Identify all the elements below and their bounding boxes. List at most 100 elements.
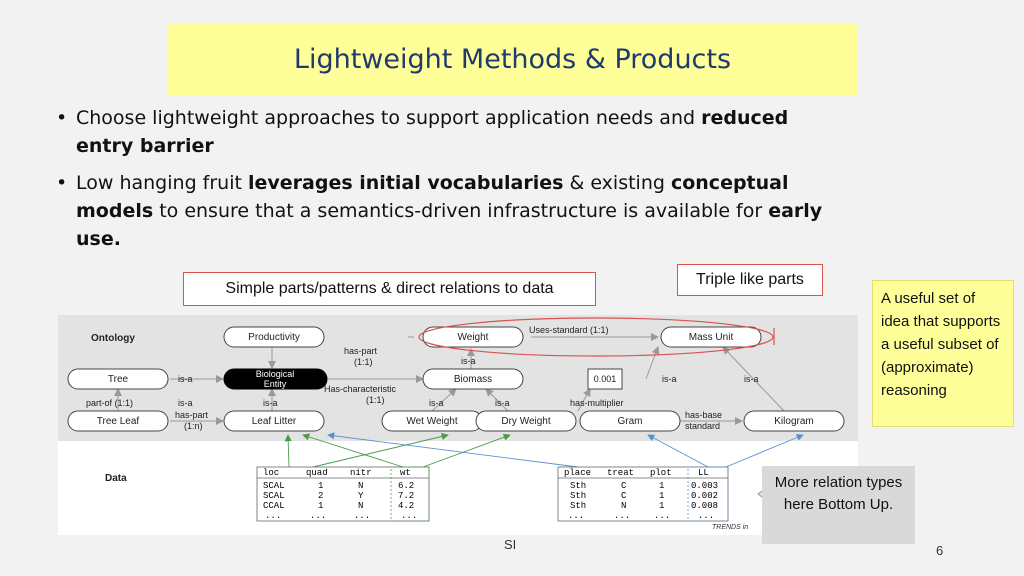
table-1-cell: SCAL xyxy=(263,481,285,491)
table-1-cell: 2 xyxy=(318,491,323,501)
ontology-row-label: Ontology xyxy=(91,333,135,344)
node-label: Biomass xyxy=(454,374,492,385)
simple-parts-text: Simple parts/patterns & direct relations… xyxy=(225,280,554,297)
table-2-cell: Sth xyxy=(570,491,586,501)
triple-highlight-ellipse xyxy=(418,317,774,357)
node-label: Mass Unit xyxy=(689,332,734,343)
bullet-list: Choose lightweight approaches to support… xyxy=(52,104,852,262)
node-label: Productivity xyxy=(248,332,300,343)
node-label: Entity xyxy=(264,379,287,389)
node-label: Tree Leaf xyxy=(97,416,140,427)
table-2-cell: Sth xyxy=(570,501,586,511)
table-1-cell: ... xyxy=(265,511,281,521)
table-1-cell: 4.2 xyxy=(398,501,414,511)
table-2-cell: 1 xyxy=(659,481,664,491)
table-2-cell: ... xyxy=(614,511,630,521)
node-label: Dry Weight xyxy=(501,416,550,427)
reasoning-note-text: A useful set of idea that supports a use… xyxy=(881,290,1001,399)
table-1-cell: CCAL xyxy=(263,501,285,511)
node-label: Gram xyxy=(618,416,643,427)
simple-parts-callout: Simple parts/patterns & direct relations… xyxy=(183,272,596,306)
bullet-text: & existing xyxy=(563,172,671,194)
table-1-cell: 6.2 xyxy=(398,481,414,491)
node-tree-leaf xyxy=(67,410,169,432)
ontology-graph: Ontology Data Uses-standard (1:1) has-pa… xyxy=(67,317,845,531)
table-1-cell: 7.2 xyxy=(398,491,414,501)
data-table-1: loc quad nitr wt SCAL 1 N 6.2 SCAL 2 Y 7… xyxy=(256,466,430,522)
table-1-header: wt xyxy=(400,468,411,478)
bullet-bold: leverages initial vocabularies xyxy=(247,172,564,194)
table-2-cell: 1 xyxy=(659,491,664,501)
edge-label: (1:n) xyxy=(184,421,203,431)
edge-label: (1:1) xyxy=(354,357,373,367)
table-2-cell: ... xyxy=(568,511,584,521)
edge-label: is-a xyxy=(429,398,444,408)
bullet-text: Choose lightweight approaches to support… xyxy=(76,107,702,129)
node-biomass xyxy=(422,368,524,390)
table-2-cell: 1 xyxy=(659,501,664,511)
node-productivity xyxy=(223,326,325,348)
ontology-diagram: Ontology Data Uses-standard (1:1) has-pa… xyxy=(58,315,858,535)
node-tree xyxy=(67,368,169,390)
table-2-cell: Sth xyxy=(570,481,586,491)
edge-label: is-a xyxy=(495,398,510,408)
edge-label: has-multiplier xyxy=(570,398,624,408)
table-2-cell: C xyxy=(621,481,627,491)
node-kilogram xyxy=(743,410,845,432)
bullet-text: Low hanging fruit xyxy=(76,172,248,194)
node-label: Leaf Litter xyxy=(252,416,297,427)
edge-label: is-a xyxy=(178,398,193,408)
table-1-cell: ... xyxy=(310,511,326,521)
node-label: 0.001 xyxy=(594,374,617,384)
relation-types-text: More relation types here Bottom Up. xyxy=(774,474,903,513)
table-2-cell: ... xyxy=(698,511,714,521)
bullet-bold: early use. xyxy=(76,200,823,250)
data-link-arrows xyxy=(284,432,804,468)
edge-label: is-a xyxy=(263,398,278,408)
triple-parts-text: Triple like parts xyxy=(696,271,804,288)
node-mass-unit xyxy=(660,326,762,348)
table-2-cell: ... xyxy=(654,511,670,521)
node-dry-weight xyxy=(475,410,577,432)
table-1-cell: N xyxy=(358,481,363,491)
node-label: Kilogram xyxy=(774,416,813,427)
table-2-cell: C xyxy=(621,491,627,501)
table-2-cell: N xyxy=(621,501,626,511)
node-label: Biological xyxy=(256,369,295,379)
bullet-bold: conceptual models xyxy=(76,172,789,222)
node-label: Wet Weight xyxy=(406,416,458,427)
edge-label: is-a xyxy=(461,356,476,366)
node-label: Weight xyxy=(458,332,489,343)
edge-label: is-a xyxy=(178,374,193,384)
bullet-bold: reduced entry barrier xyxy=(76,107,789,157)
edge-label: is-a xyxy=(662,374,677,384)
node-value xyxy=(587,368,623,390)
edge-label: standard xyxy=(685,421,720,431)
bullet-item: Choose lightweight approaches to support… xyxy=(52,104,852,160)
data-row-label: Data xyxy=(105,473,127,484)
page-number: 6 xyxy=(936,543,944,558)
table-1-header: nitr xyxy=(350,468,372,478)
trends-credit: TRENDS in xyxy=(712,524,748,531)
table-2-cell: 0.003 xyxy=(691,481,718,491)
table-2-cell: 0.002 xyxy=(691,491,718,501)
table-1-cell: 1 xyxy=(318,501,323,511)
table-1-cell: ... xyxy=(354,511,370,521)
edge-label: Uses-standard (1:1) xyxy=(529,325,609,335)
ontology-edges xyxy=(114,333,785,425)
triple-parts-callout: Triple like parts xyxy=(677,264,823,296)
ontology-nodes: Productivity Weight Mass Unit Tree Biolo… xyxy=(67,326,845,432)
node-leaf-litter xyxy=(223,410,325,432)
table-1-header: quad xyxy=(306,468,328,478)
footer-center: SI xyxy=(504,537,517,552)
bullet-item: Low hanging fruit leverages initial voca… xyxy=(52,169,852,253)
table-1-cell: N xyxy=(358,501,363,511)
edge-label: has-part xyxy=(344,346,378,356)
table-1-header: loc xyxy=(263,468,279,478)
edge-label: has-part xyxy=(175,410,209,420)
table-1-cell: Y xyxy=(358,491,364,501)
title-banner: Lightweight Methods & Products xyxy=(167,23,858,96)
node-weight xyxy=(422,326,524,348)
edge-label: part-of (1:1) xyxy=(86,398,133,408)
edge-label: Has-characteristic xyxy=(324,384,397,394)
